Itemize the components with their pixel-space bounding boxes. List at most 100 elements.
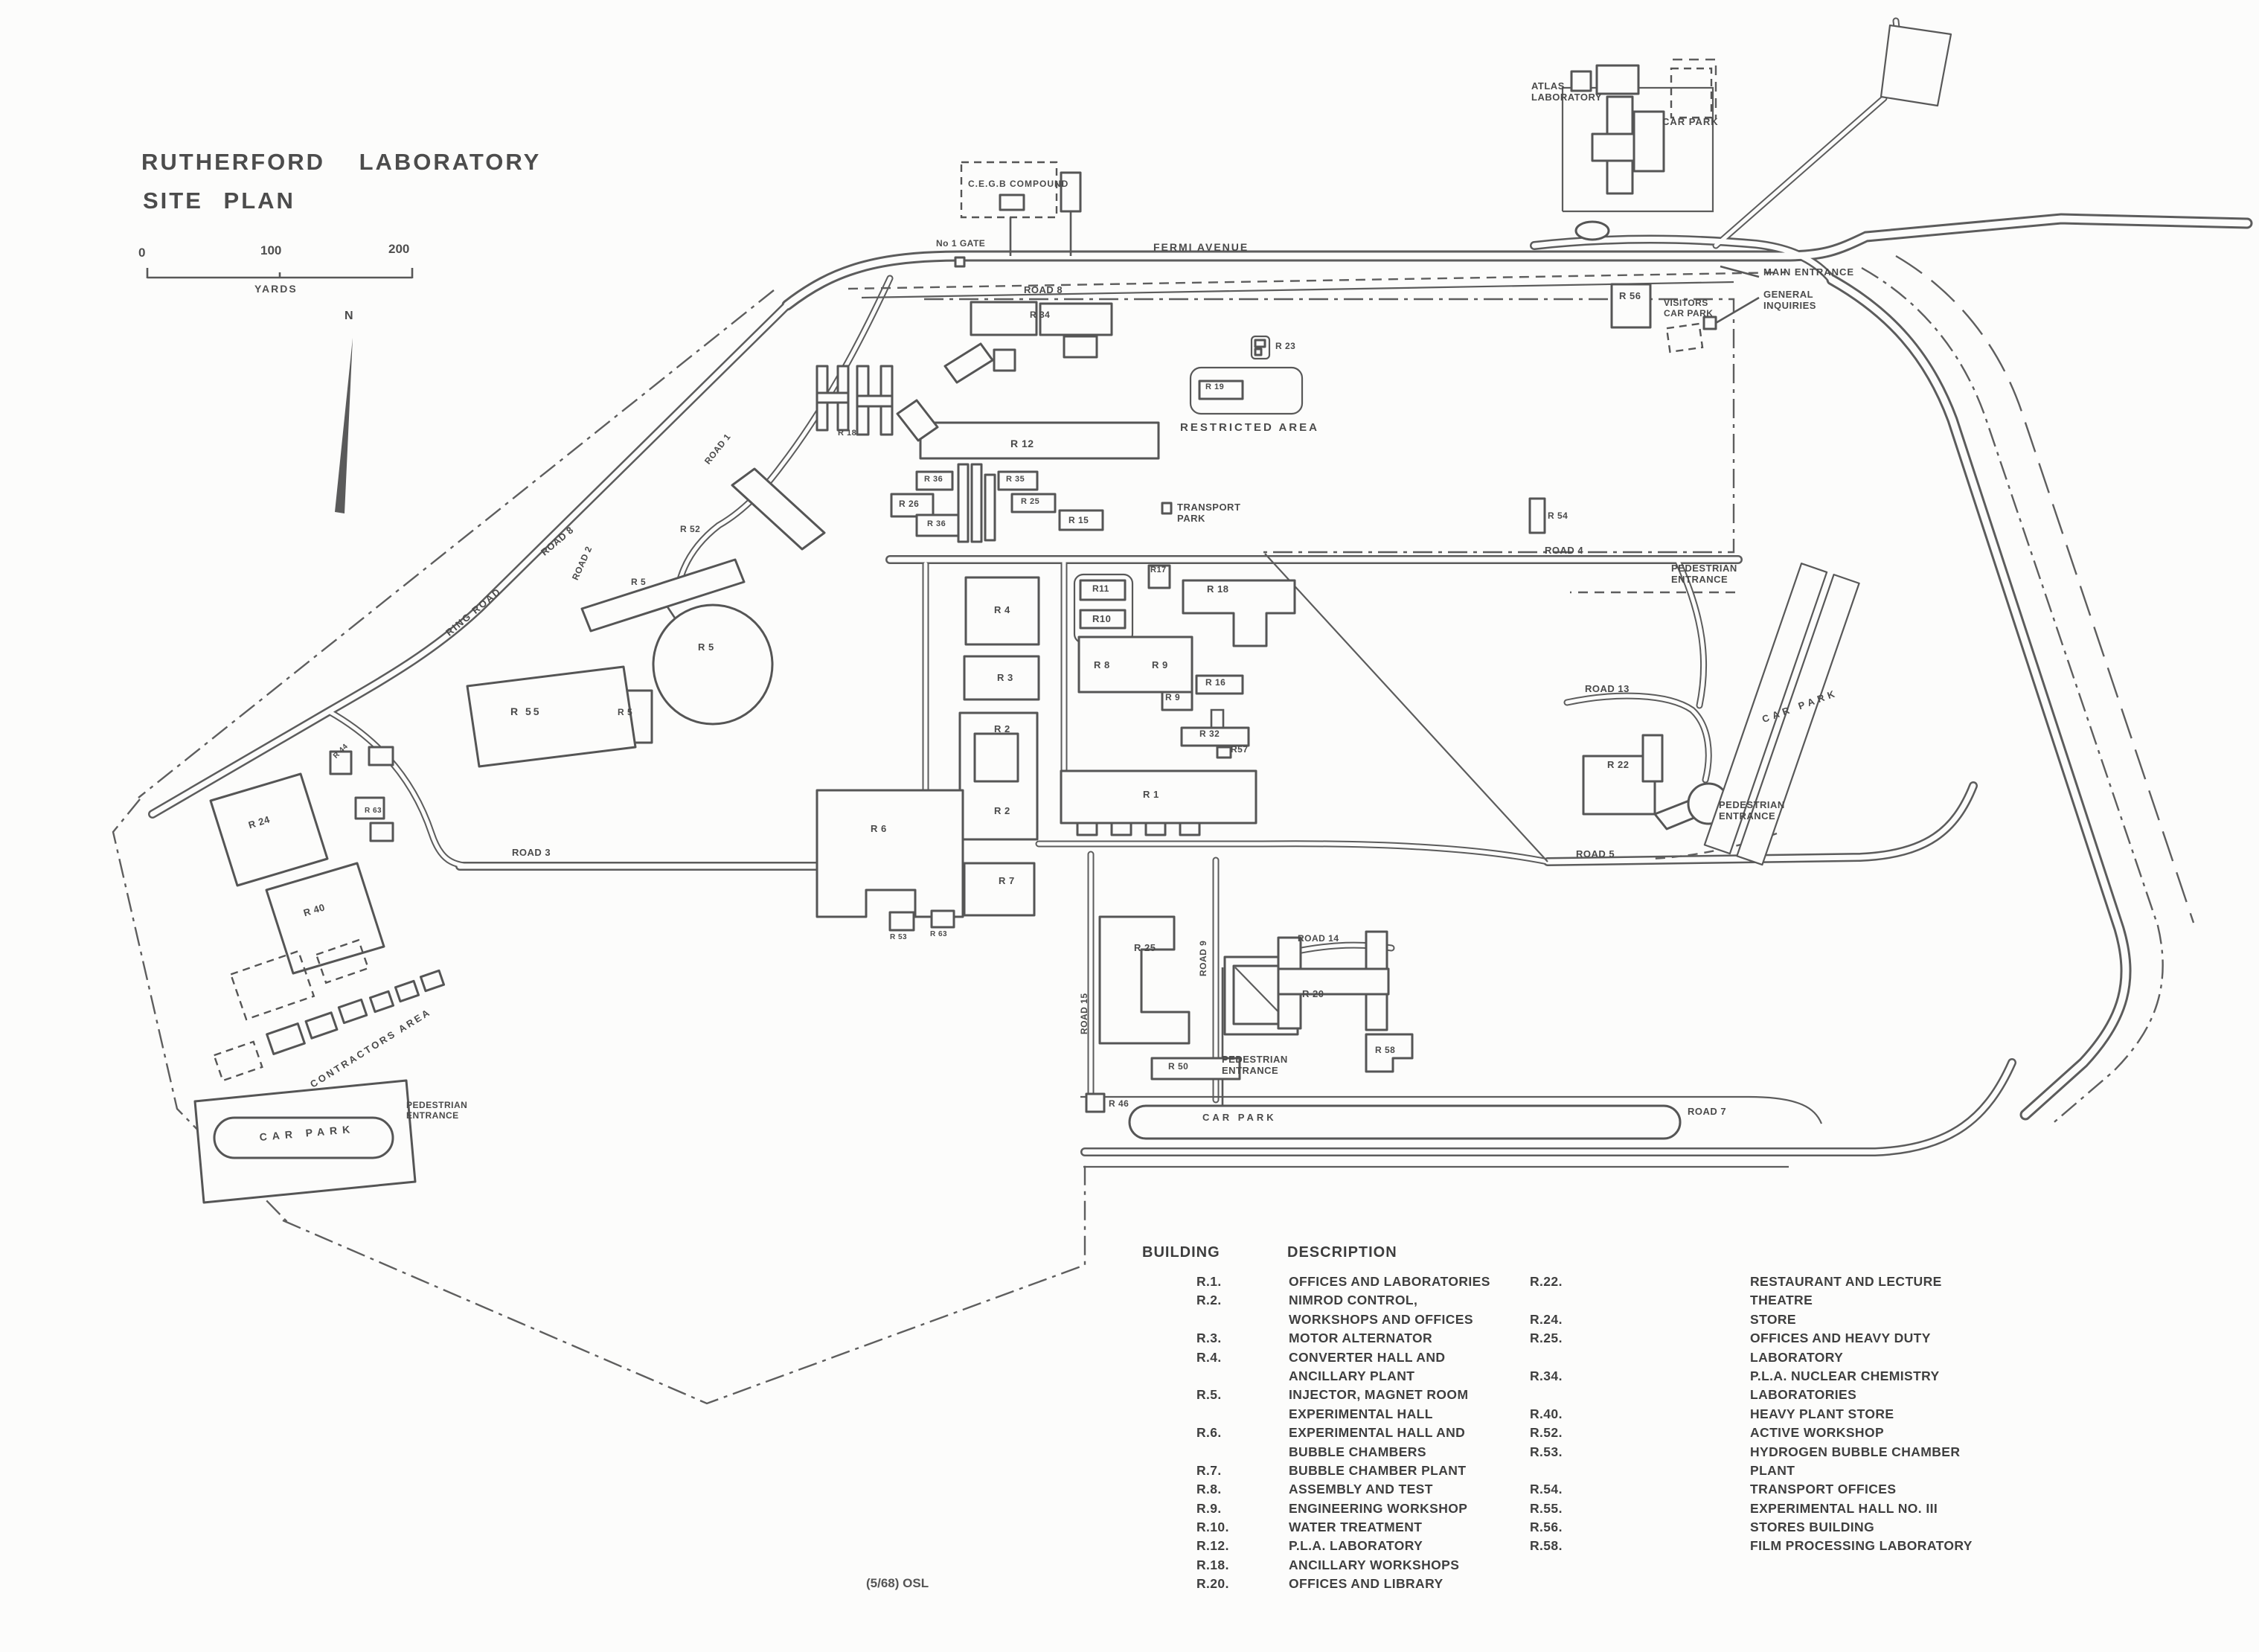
- map-label: R 8: [1094, 659, 1110, 670]
- legend-description: NIMROD CONTROL,: [1289, 1293, 1418, 1308]
- map-label: R 20: [1302, 988, 1324, 999]
- legend-row: R.7. BUBBLE CHAMBER PLANT: [1196, 1463, 1524, 1482]
- legend-building-number: R.54.: [1530, 1482, 1563, 1497]
- page-title: RUTHERFORD LABORATORY: [141, 149, 542, 175]
- legend-description: MOTOR ALTERNATOR: [1289, 1331, 1433, 1346]
- map-label: R 12: [1010, 438, 1034, 449]
- legend-row: R.8. ASSEMBLY AND TEST: [1196, 1482, 1524, 1500]
- legend-row: ANCILLARY PLANT: [1196, 1368, 1524, 1387]
- legend-building-number: R.3.: [1196, 1331, 1222, 1346]
- map-label: ROAD 5: [1576, 848, 1615, 859]
- legend-row: R.5. INJECTOR, MAGNET ROOM: [1196, 1387, 1524, 1406]
- map-label: N: [345, 310, 354, 322]
- map-label: R 1: [1143, 789, 1159, 800]
- legend-description: HEAVY PLANT STORE: [1750, 1406, 1894, 1421]
- map-label: R 7: [999, 875, 1015, 886]
- legend-description: STORES BUILDING: [1750, 1520, 1875, 1535]
- map-label: R 5: [618, 707, 633, 717]
- legend-building-number: R.6.: [1196, 1425, 1222, 1441]
- legend-description: PLANT: [1750, 1462, 1795, 1478]
- map-label: ROAD 9: [1198, 940, 1208, 976]
- legend-row: LABORATORY: [1530, 1350, 2006, 1368]
- legend-building-number: R.12.: [1196, 1538, 1229, 1554]
- legend-building-number: R.20.: [1196, 1576, 1229, 1592]
- scale-tick-0: 0: [138, 246, 146, 260]
- legend-description: P.L.A. NUCLEAR CHEMISTRY: [1750, 1368, 1940, 1383]
- legend-description: ASSEMBLY AND TEST: [1289, 1482, 1433, 1497]
- legend-row: R.6. EXPERIMENTAL HALL AND: [1196, 1425, 1524, 1444]
- map-label: R 52: [680, 524, 701, 534]
- map-label: FERMI AVENUE: [1153, 241, 1249, 253]
- legend-building-number: R.55.: [1530, 1500, 1563, 1516]
- legend-row: R.40. HEAVY PLANT STORE: [1530, 1406, 2006, 1425]
- legend-row: R.34. P.L.A. NUCLEAR CHEMISTRY: [1530, 1368, 2006, 1387]
- legend-building-number: R.22.: [1530, 1274, 1563, 1289]
- legend-building-number: R.9.: [1196, 1500, 1222, 1516]
- map-label: CAR PARK: [1202, 1112, 1277, 1123]
- legend-description: EXPERIMENTAL HALL AND: [1289, 1425, 1466, 1441]
- legend-description: BUBBLE CHAMBERS: [1289, 1444, 1426, 1459]
- map-label: R 4: [994, 604, 1010, 615]
- legend-building-number: R.25.: [1530, 1331, 1563, 1346]
- map-label: R 53: [890, 933, 908, 941]
- map-label: R 32: [1199, 729, 1220, 739]
- legend-building-number: R.40.: [1530, 1406, 1563, 1421]
- map-label: R 35: [1006, 475, 1025, 484]
- buildings: [193, 24, 1952, 1204]
- map-label: R 55: [510, 705, 542, 717]
- legend-row: R.55. EXPERIMENTAL HALL NO. III: [1530, 1501, 2006, 1520]
- map-label: R 54: [1548, 510, 1569, 521]
- map-label: R 2: [994, 805, 1010, 816]
- legend-description: FILM PROCESSING LABORATORY: [1750, 1538, 1973, 1554]
- legend-description: ACTIVE WORKSHOP: [1750, 1425, 1885, 1441]
- map-label: R 5: [698, 641, 714, 653]
- legend-building-number: R.4.: [1196, 1349, 1222, 1365]
- drawing-reference: (5/68) OSL: [866, 1576, 929, 1590]
- legend-row: R.22. RESTAURANT AND LECTURE: [1530, 1274, 2006, 1293]
- legend-description: ANCILLARY WORKSHOPS: [1289, 1557, 1460, 1572]
- legend-row: LABORATORIES: [1530, 1387, 2006, 1406]
- map-label: RESTRICTED AREA: [1180, 421, 1319, 434]
- legend-row: R.1. OFFICES AND LABORATORIES: [1196, 1274, 1524, 1293]
- map-label: R 25: [1134, 942, 1156, 953]
- boundary-and-path-lines: [112, 58, 2195, 1405]
- legend-description: LABORATORY: [1750, 1349, 1844, 1365]
- legend-row: R.3. MOTOR ALTERNATOR: [1196, 1331, 1524, 1349]
- map-label: R 18: [838, 429, 857, 438]
- scale-tick-100: 100: [260, 243, 282, 257]
- legend-description: OFFICES AND HEAVY DUTY: [1750, 1331, 1931, 1346]
- legend-description: HYDROGEN BUBBLE CHAMBER: [1750, 1444, 1961, 1459]
- map-label: PEDESTRIAN ENTRANCE: [1719, 799, 1785, 822]
- legend-row: R.4. CONVERTER HALL AND: [1196, 1350, 1524, 1368]
- legend-description: WORKSHOPS AND OFFICES: [1289, 1311, 1473, 1327]
- legend-row: R.58. FILM PROCESSING LABORATORY: [1530, 1538, 2006, 1557]
- map-label: R17: [1150, 566, 1167, 574]
- map-label: ATLAS LABORATORY: [1531, 80, 1603, 103]
- legend-row: R.20. OFFICES AND LIBRARY: [1196, 1576, 1524, 1595]
- map-label: CAR PARK: [1662, 116, 1719, 127]
- legend-description: EXPERIMENTAL HALL NO. III: [1750, 1500, 1938, 1516]
- map-label: R 23: [1275, 341, 1296, 351]
- map-label: R 36: [927, 519, 946, 528]
- legend-row: PLANT: [1530, 1463, 2006, 1482]
- legend-description: RESTAURANT AND LECTURE: [1750, 1274, 1942, 1289]
- map-label: R 18: [1207, 583, 1229, 595]
- map-label: R11: [1092, 583, 1109, 594]
- legend-row: R.53. HYDROGEN BUBBLE CHAMBER: [1530, 1444, 2006, 1463]
- map-label: R 22: [1607, 759, 1630, 770]
- map-label: R 5: [631, 577, 647, 587]
- legend-building-number: R.7.: [1196, 1462, 1222, 1478]
- scale-bar: [146, 268, 414, 279]
- legend-building-number: R.52.: [1530, 1425, 1563, 1441]
- map-label: VISITORS CAR PARK: [1664, 298, 1714, 319]
- map-label: R 9: [1152, 659, 1168, 670]
- map-label: GENERAL INQUIRIES: [1763, 289, 1816, 312]
- legend-row: WORKSHOPS AND OFFICES: [1196, 1312, 1524, 1331]
- map-label: No 1 GATE: [936, 238, 986, 249]
- north-arrow-icon: [335, 338, 353, 513]
- map-label: C.E.G.B COMPOUND: [968, 179, 1069, 189]
- map-label: ROAD 15: [1079, 993, 1089, 1034]
- map-label: R 2: [994, 723, 1010, 734]
- legend-row: R.9. ENGINEERING WORKSHOP: [1196, 1501, 1524, 1520]
